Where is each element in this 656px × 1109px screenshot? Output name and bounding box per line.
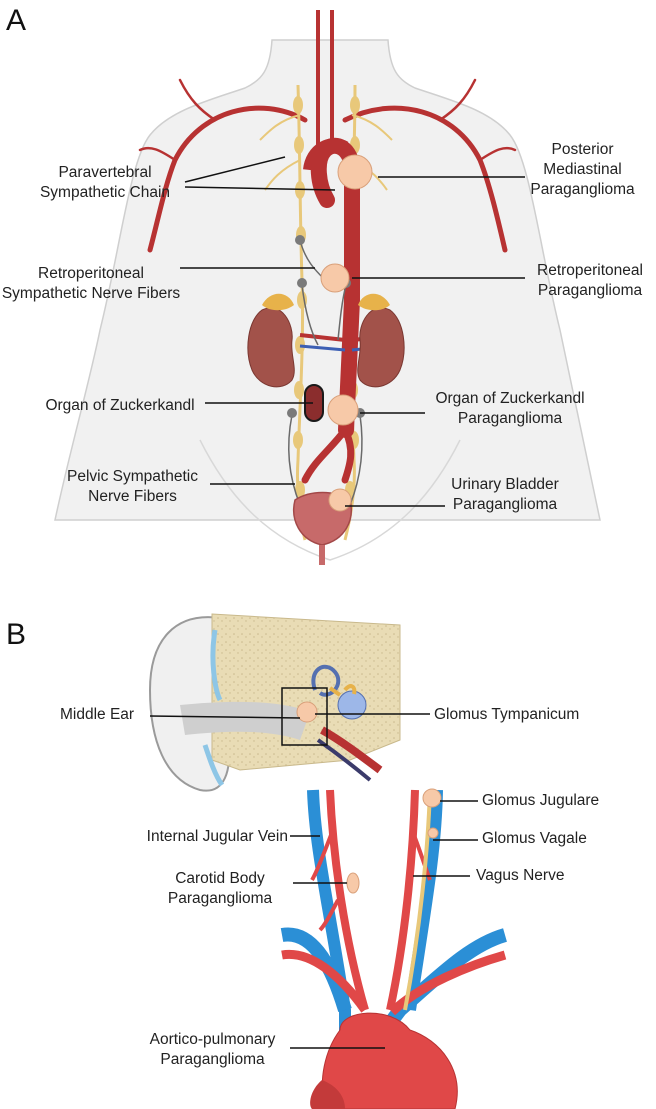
cochlea — [337, 690, 367, 720]
label-glomus-jugulare: Glomus Jugulare — [482, 792, 600, 809]
retroperitoneal-tumor — [320, 263, 350, 293]
label-glomus-vagale: Glomus Vagale — [482, 830, 587, 847]
label-paravertebral-chain: Paravertebral Sympathetic Chain — [39, 164, 171, 201]
label-carotid-body-pgl: Carotid Body Paraganglioma — [167, 870, 273, 907]
vagus-nerve — [403, 789, 432, 1011]
middle-ear-box — [281, 687, 328, 746]
heart — [321, 1012, 458, 1109]
left-arm-artery — [147, 105, 308, 253]
label-organ-zuckerkandl: Organ of Zuckerkandl — [45, 397, 195, 414]
jugular-canal — [316, 738, 372, 782]
carotid-body-tumor — [346, 872, 360, 894]
arm-artery-branches — [138, 78, 517, 162]
right-kidney — [357, 307, 405, 388]
carotid-branches — [310, 829, 432, 932]
right-adrenal-gland — [358, 293, 390, 311]
temporal-bone — [211, 613, 401, 771]
left-brachiocephalic-vein — [280, 927, 352, 1013]
label-posterior-mediastinal: Posterior Mediastinal Paraganglioma — [530, 141, 635, 198]
leader-lines — [149, 156, 525, 1049]
left-adrenal-gland — [262, 293, 294, 311]
tumors-panel-a — [320, 154, 373, 512]
label-urinary-bladder-pgl: Urinary Bladder Paraganglioma — [451, 476, 559, 513]
carotid-arteries — [316, 10, 334, 150]
glomus-vagale-tumor — [427, 827, 439, 839]
glomus-jugulare-tumor — [422, 788, 442, 808]
label-internal-jugular-vein: Internal Jugular Vein — [146, 828, 288, 845]
left-subclavian-artery — [281, 949, 369, 1013]
aortic-arch — [303, 138, 349, 172]
right-arm-artery — [342, 105, 508, 253]
pelvic-nerve-fibers — [288, 414, 363, 506]
right-atrium — [310, 1080, 345, 1109]
label-pelvic-fibers: Pelvic Sympathetic Nerve Fibers — [67, 468, 198, 505]
glomus-tympanicum-tumor — [296, 701, 318, 723]
label-aortico-pulmonary-pgl: Aortico-pulmonary Paraganglioma — [149, 1031, 276, 1068]
bladder-tumor — [328, 488, 352, 512]
pelvis-silhouette — [199, 439, 461, 561]
panel-b-ear-illustration — [148, 613, 401, 792]
right-carotid-artery — [386, 789, 419, 1011]
panel-letter-a: A — [6, 4, 27, 37]
label-retro-fibers: Retroperitoneal Sympathetic Nerve Fibers — [1, 265, 181, 302]
leader-paravertebral-1 — [184, 156, 286, 183]
canal-skin — [202, 629, 225, 787]
label-retro-paraganglioma: Retroperitoneal Paraganglioma — [537, 262, 643, 299]
right-internal-jugular-vein — [404, 789, 443, 1011]
panel-b-neck-illustration — [280, 788, 508, 1109]
right-subclavian-artery — [388, 950, 507, 1016]
label-vagus-nerve: Vagus Nerve — [476, 867, 565, 884]
left-kidney — [247, 307, 295, 388]
rib-nerves — [259, 114, 393, 191]
semicircular-canals — [311, 664, 341, 697]
leader-paravertebral-2 — [184, 186, 336, 191]
posterior-mediastinal-tumor — [337, 154, 373, 190]
panel-letter-b: B — [6, 618, 27, 651]
panel-a-illustration — [54, 10, 601, 565]
label-organ-zuckerkandl-pgl: Organ of Zuckerkandl Paraganglioma — [435, 390, 585, 427]
left-carotid-artery — [326, 789, 369, 1012]
ear-canal — [180, 701, 310, 740]
leader-middle-ear — [149, 715, 301, 719]
zuckerkandl-tumor — [327, 394, 359, 426]
ossicles — [328, 684, 357, 697]
label-glomus-tympanicum: Glomus Tympanicum — [434, 706, 580, 723]
aortic-bifurcation — [301, 426, 355, 484]
label-middle-ear: Middle Ear — [60, 706, 135, 723]
